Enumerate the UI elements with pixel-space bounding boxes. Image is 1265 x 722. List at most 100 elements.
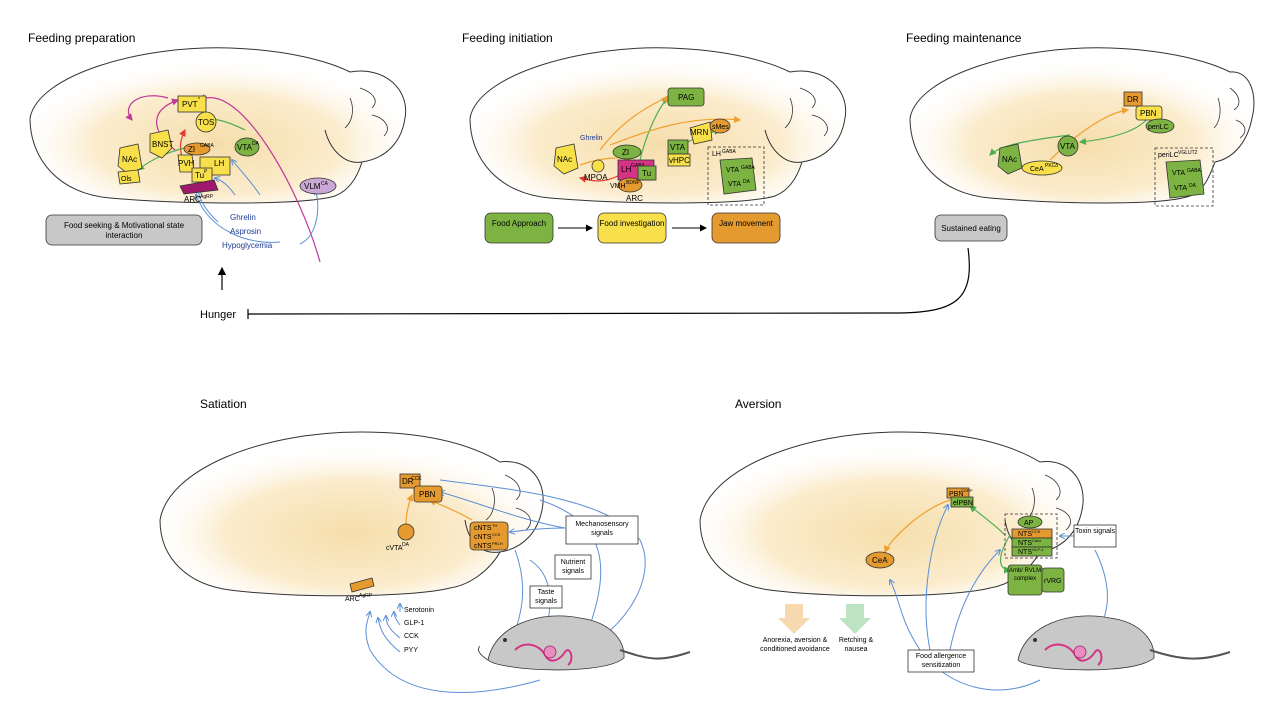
- pvt-to-nac-arrow: [125, 95, 169, 121]
- svg-text:NAc: NAc: [557, 155, 572, 164]
- signal-glp1: GLP-1: [404, 620, 424, 627]
- arrow: [925, 505, 948, 651]
- svg-text:P: P: [204, 169, 208, 175]
- node-amb-rvlm: Amb/ RVLM complex: [1007, 564, 1043, 596]
- node-mrn: MRN: [689, 121, 713, 145]
- node-vmh: VMH BDNF: [610, 177, 643, 193]
- svg-text:PKCδ: PKCδ: [1045, 163, 1058, 169]
- node-bnst: BNST: [149, 129, 173, 159]
- box-nutrient: Nutrient signals: [554, 554, 592, 580]
- svg-text:VTA: VTA: [670, 143, 686, 152]
- node-vlm: VLM CA: [299, 177, 337, 195]
- svg-text:DR: DR: [402, 477, 414, 486]
- svg-text:NAc: NAc: [1002, 155, 1017, 164]
- hunger-label: Hunger: [200, 309, 236, 321]
- svg-text:rVRG: rVRG: [1044, 578, 1062, 585]
- svg-text:GLP-1: GLP-1: [1032, 547, 1044, 552]
- svg-text:VMH: VMH: [610, 183, 626, 190]
- arrow: [386, 616, 401, 639]
- svg-text:MRN: MRN: [690, 128, 708, 137]
- step-food-investigation: Food investigation: [597, 212, 667, 244]
- svg-text:BNST: BNST: [152, 140, 173, 149]
- arrow: [1078, 117, 1149, 145]
- signal-asprosin: Asprosin: [230, 227, 261, 236]
- node-smes: sMes: [709, 118, 731, 134]
- node-cvta: cVTA DA: [386, 523, 415, 552]
- panel-aversion: Aversion PBN CGRP elPBN AP NTS: [699, 397, 1231, 691]
- svg-text:CeA: CeA: [1030, 166, 1044, 173]
- signal-serotonin: Serotonin: [404, 607, 434, 614]
- box-toxin: Toxin signals: [1073, 524, 1117, 548]
- node-zi: ZI: [612, 144, 642, 160]
- node-dr: DR: [1123, 91, 1143, 107]
- node-mpoa: [591, 159, 605, 173]
- svg-text:BDNF: BDNF: [626, 180, 640, 186]
- arrow: [510, 527, 566, 532]
- node-arc: ARC AgRP: [179, 179, 219, 204]
- svg-text:vHPC: vHPC: [669, 156, 690, 165]
- svg-text:ARC: ARC: [184, 195, 201, 204]
- arrow: [1049, 107, 1130, 161]
- node-cnts: cNTS TH cNTS CCK cNTS PRLH: [469, 521, 509, 551]
- svg-text:DA: DA: [1189, 183, 1197, 189]
- node-nac: NAc: [997, 143, 1023, 175]
- svg-text:cVTA: cVTA: [386, 545, 403, 552]
- svg-text:Sustained eating: Sustained eating: [941, 224, 1001, 233]
- arrow: [440, 492, 566, 529]
- hypoglycemia-arrow: [196, 195, 281, 243]
- node-dr: DR CCK: [399, 473, 422, 489]
- svg-text:Tu: Tu: [195, 171, 204, 180]
- svg-text:VLM: VLM: [304, 182, 321, 191]
- panel-feeding-preparation: Feeding preparation PVT * TOS: [28, 31, 407, 290]
- panel-feeding-maintenance: Feeding maintenance DR PBN periLC VTA NA…: [906, 31, 1255, 242]
- svg-text:CCK: CCK: [411, 476, 422, 482]
- signal-ghrelin: Ghrelin: [230, 213, 256, 222]
- svg-text:TH: TH: [492, 523, 497, 528]
- panel-feeding-initiation: Feeding initiation Ghrelin PAG ZI NAc: [462, 31, 847, 244]
- svg-text:DA: DA: [402, 542, 410, 548]
- svg-text:sMes: sMes: [712, 124, 729, 131]
- svg-text:PBN: PBN: [419, 490, 436, 499]
- arrow: [599, 95, 669, 151]
- svg-text:VTA: VTA: [728, 181, 741, 188]
- svg-text:DA: DA: [252, 141, 260, 147]
- ghrelin-arrow: [215, 178, 236, 196]
- svg-text:*: *: [198, 97, 200, 103]
- ghrelin-to-lh-arrow: [232, 160, 261, 196]
- arrow: [405, 493, 414, 526]
- svg-text:AP: AP: [1024, 520, 1034, 527]
- arrow: [883, 499, 951, 554]
- svg-text:ARC: ARC: [345, 596, 360, 603]
- svg-text:Tu: Tu: [642, 169, 651, 178]
- brain-outline: [699, 431, 1084, 597]
- signal-pyy: PYY: [404, 647, 418, 654]
- svg-text:CGRP: CGRP: [961, 488, 973, 493]
- svg-text:GABA: GABA: [741, 165, 756, 171]
- svg-text:VTA: VTA: [726, 167, 739, 174]
- inset-perilc-vta: periLC VGLUT2 VTA GABA VTA DA: [1154, 147, 1214, 207]
- node-vhpc: vHPC: [667, 153, 691, 167]
- panel-title: Aversion: [735, 397, 781, 411]
- brain-outline: [29, 47, 407, 204]
- node-pag: PAG: [667, 87, 705, 107]
- svg-text:GABA: GABA: [722, 149, 737, 155]
- svg-text:Ols: Ols: [121, 176, 132, 183]
- node-tu: Tu: [637, 165, 657, 181]
- svg-text:periLC: periLC: [1148, 124, 1169, 131]
- svg-text:TOS: TOS: [198, 118, 214, 127]
- node-cea: CeA: [865, 551, 895, 569]
- brain-outline: [159, 431, 544, 597]
- node-pbn: PBN: [413, 485, 443, 503]
- svg-text:CA: CA: [321, 181, 329, 187]
- node-vta: VTA: [667, 139, 689, 155]
- panel-title: Feeding preparation: [28, 31, 135, 45]
- signal-ghrelin: Ghrelin: [580, 135, 603, 142]
- svg-text:PVT: PVT: [182, 100, 198, 109]
- step-food-approach: Food Approach: [484, 212, 554, 244]
- node-vta: VTA DA: [234, 137, 260, 157]
- box-taste: Taste signals: [529, 585, 563, 609]
- node-vta: VTA: [1057, 135, 1079, 157]
- brain-outline: [469, 47, 847, 204]
- node-arc: ARC AgRP: [345, 577, 375, 603]
